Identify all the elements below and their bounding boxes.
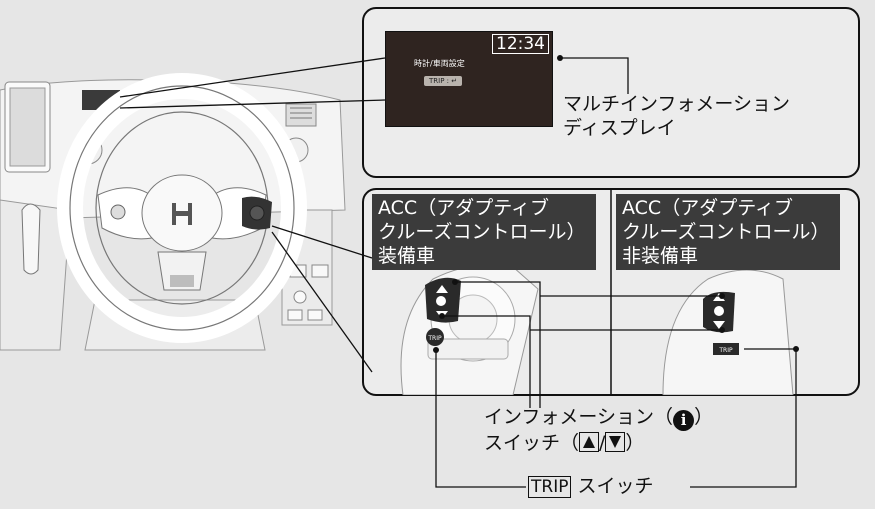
multi-information-display: 12:34 時計/車両設定 TRIP : ↵: [385, 31, 553, 127]
trip-badge-right: TRIP: [718, 347, 733, 354]
display-label-line2: ディスプレイ: [563, 117, 676, 139]
down-triangle-icon: [605, 432, 626, 452]
trip-switch-text: スイッチ: [577, 475, 654, 497]
info-switch-text-post: ）: [694, 406, 714, 428]
acc-not-equipped-line1: ACC（アダプティブ: [622, 197, 794, 219]
info-switch-text2-post: ）: [625, 432, 645, 454]
info-switch-caption-line2: スイッチ（ / ）: [484, 431, 644, 455]
acc-equipped-line2: クルーズコントロール）: [378, 221, 586, 243]
info-switch-sep: /: [599, 432, 606, 454]
trip-switch-caption: TRIP スイッチ: [528, 474, 654, 498]
info-switch-text2-pre: スイッチ（: [484, 432, 580, 454]
acc-equipped-label: ACC（アダプティブ クルーズコントロール） 装備車: [372, 194, 596, 270]
clock-readout: 12:34: [492, 34, 549, 54]
menu-text: 時計/車両設定: [414, 59, 465, 68]
acc-not-equipped-line3: 非装備車: [622, 245, 699, 267]
acc-not-equipped-label: ACC（アダプティブ クルーズコントロール） 非装備車: [616, 194, 840, 270]
trip-enter-chip: TRIP : ↵: [424, 76, 463, 86]
trip-key: TRIP: [528, 476, 572, 498]
info-switch-caption-line1: インフォメーション（i）: [484, 405, 713, 431]
info-icon: i: [673, 410, 695, 431]
acc-equipped-line1: ACC（アダプティブ: [378, 197, 550, 219]
acc-equipped-line3: 装備車: [378, 245, 436, 267]
trip-badge-left: TRIP: [427, 335, 442, 342]
display-label-line1: マルチインフォメーション: [563, 93, 791, 115]
acc-not-equipped-line2: クルーズコントロール）: [622, 221, 830, 243]
up-triangle-icon: [579, 432, 600, 452]
info-switch-text-pre: インフォメーション（: [484, 406, 674, 428]
dashboard-illustration: [0, 60, 360, 351]
